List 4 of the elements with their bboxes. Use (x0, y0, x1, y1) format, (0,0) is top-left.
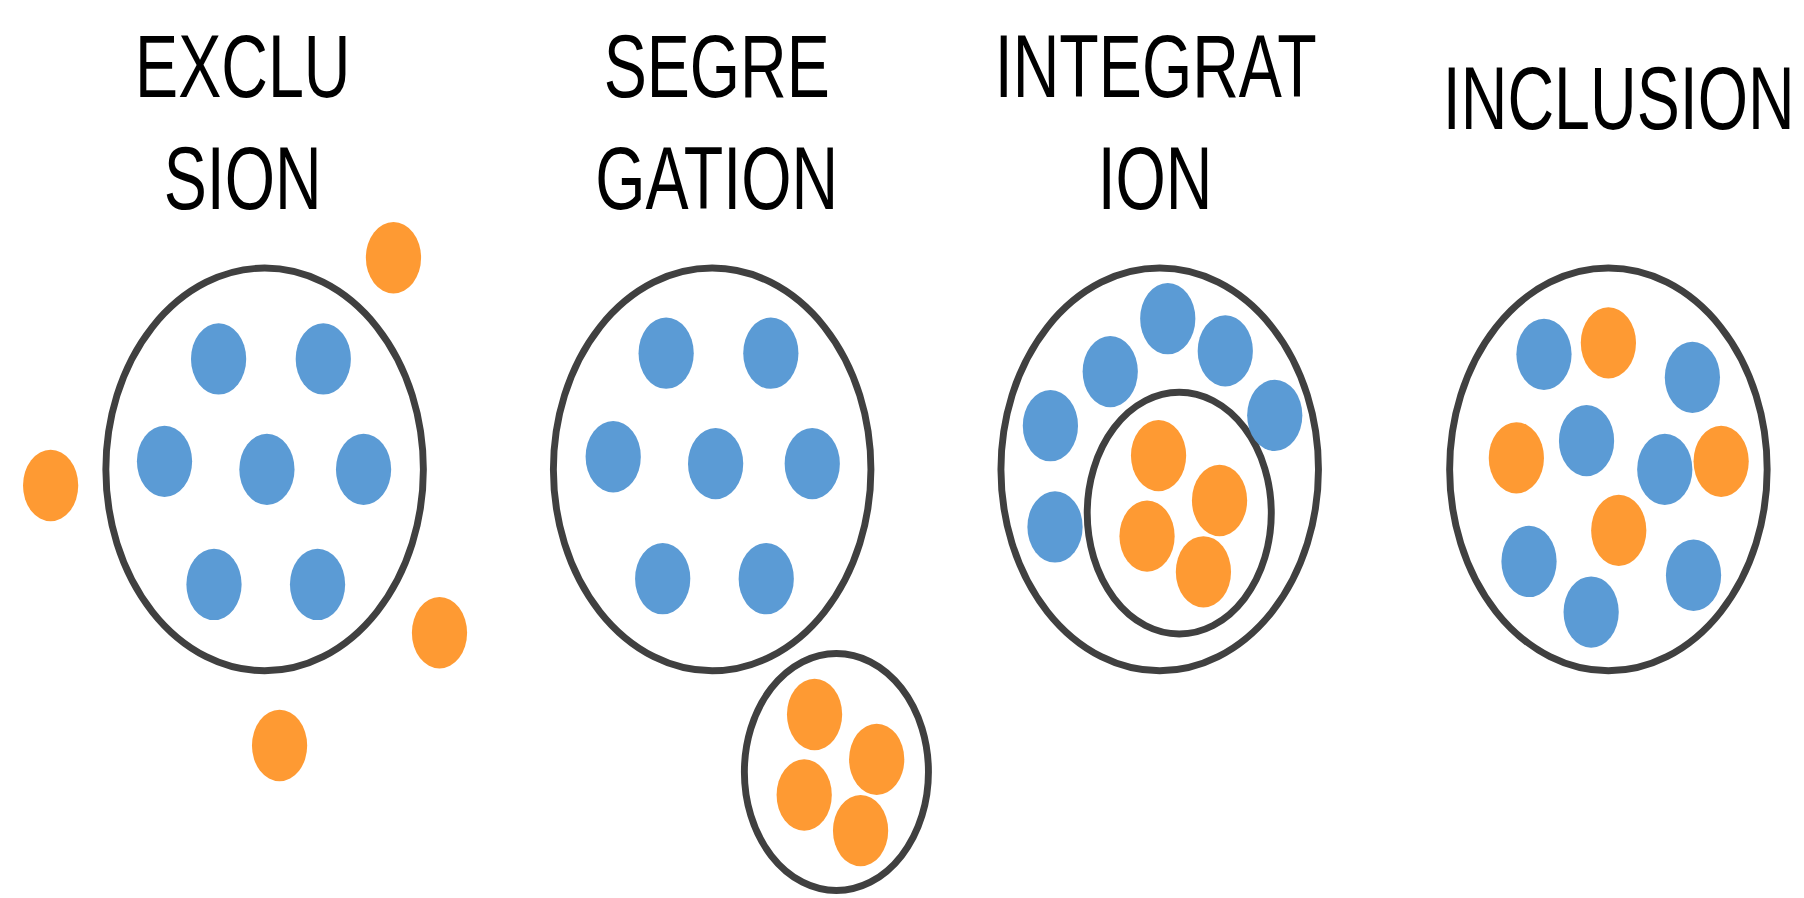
panel-title: SEGRE GATION (595, 13, 839, 231)
panel-title: EXCLU SION (135, 13, 351, 231)
panel-title: INTEGRAT ION (994, 13, 1316, 231)
panel-title: INCLUSION (1442, 46, 1795, 151)
